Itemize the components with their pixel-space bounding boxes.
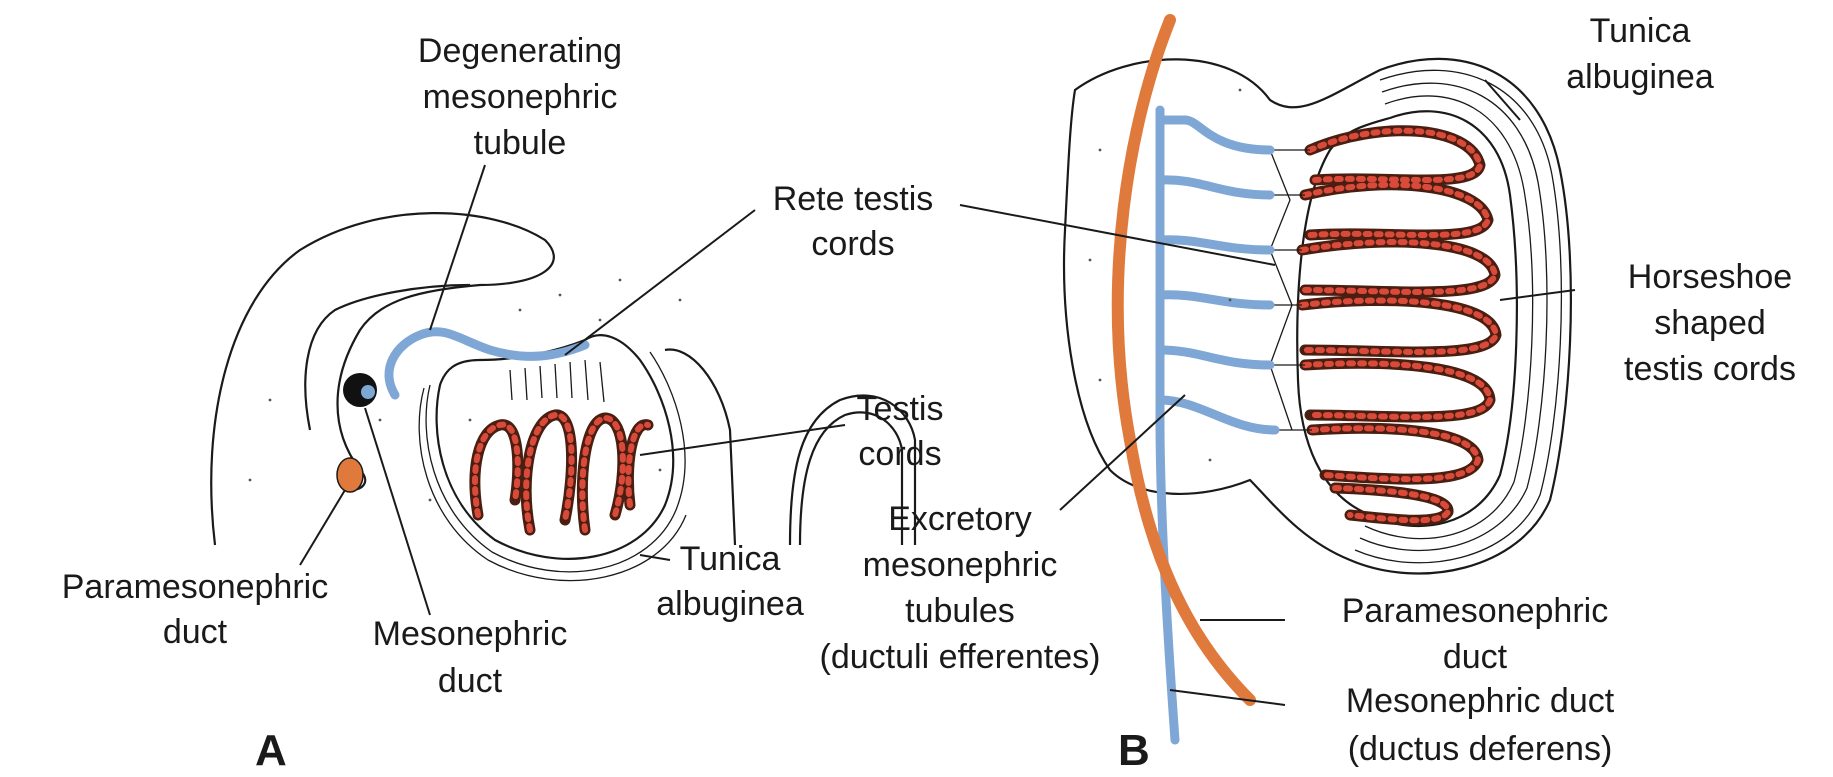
label-excretory-3: tubules: [905, 592, 1015, 630]
label-rete-1: Rete testis: [773, 180, 934, 218]
label-degenerating-2: mesonephric: [423, 78, 618, 116]
label-rete-2: cords: [811, 225, 894, 263]
label-degenerating-3: tubule: [474, 124, 567, 162]
panel-a-paramesonephric-duct: [337, 458, 363, 492]
panel-a-leader-tunica: [640, 555, 670, 560]
panel-a-right-fold: [665, 350, 735, 545]
panel-b-horseshoe-cords: [1302, 131, 1496, 521]
label-meso-b-1: Mesonephric duct: [1346, 682, 1615, 720]
panel-b-letter: B: [1118, 726, 1150, 775]
label-excretory-4: (ductuli efferentes): [820, 638, 1101, 676]
panel-a-labels: Degenerating mesonephric tubule Rete tes…: [62, 32, 944, 775]
label-meso-b-2: (ductus deferens): [1348, 730, 1613, 768]
label-parameso-b-2: duct: [1443, 638, 1508, 676]
label-tunica-a-1: Tunica: [680, 540, 781, 578]
panel-a-right-fold-3: [800, 412, 902, 545]
panel-b-mesonephric-duct: [1160, 110, 1175, 740]
label-meso-a-2: duct: [438, 662, 503, 700]
label-horseshoe-1: Horseshoe: [1628, 258, 1792, 296]
label-degenerating-1: Degenerating: [418, 32, 622, 70]
panel-a-leader-degenerating: [430, 165, 485, 330]
label-tunica-b-2: albuginea: [1566, 58, 1714, 96]
label-parameso-a-1: Paramesonephric: [62, 568, 328, 606]
panel-a-leader-parameso: [300, 490, 345, 565]
label-testis-cords-1: Testis: [857, 390, 944, 428]
panel-b-excretory-tubules: [1160, 120, 1275, 430]
panel-a-leader-rete: [565, 210, 755, 355]
label-excretory-2: mesonephric: [863, 546, 1058, 584]
label-horseshoe-3: testis cords: [1624, 350, 1796, 388]
panel-a-degenerating-tubule: [389, 332, 585, 395]
label-meso-a-1: Mesonephric: [373, 615, 568, 653]
label-parameso-b-1: Paramesonephric: [1342, 592, 1608, 630]
panel-a-mesonephric-lumen: [361, 385, 375, 399]
panel-a-letter: A: [255, 726, 287, 775]
panel-b-leader-meso: [1170, 690, 1285, 705]
panel-a-testis-cords: [475, 415, 648, 530]
panel-b-stipple: [1089, 89, 1242, 462]
panel-a-tunica-layer: [426, 352, 685, 572]
label-testis-cords-2: cords: [858, 435, 941, 473]
panel-a-stipple: [249, 279, 682, 502]
panel-a-rete-strands: [510, 360, 604, 402]
panel-b-labels: Tunica albuginea Horseshoe shaped testis…: [820, 12, 1796, 775]
panel-b-drawing: [960, 20, 1575, 740]
label-excretory-1: Excretory: [888, 500, 1032, 538]
panel-a-body-outline: [211, 213, 554, 545]
label-tunica-a-2: albuginea: [656, 585, 804, 623]
label-parameso-a-2: duct: [163, 613, 228, 651]
label-tunica-b-1: Tunica: [1590, 12, 1691, 50]
label-horseshoe-2: shaped: [1654, 304, 1766, 342]
panel-a-drawing: [211, 165, 915, 615]
panel-b-leader-horseshoe: [1500, 290, 1575, 300]
